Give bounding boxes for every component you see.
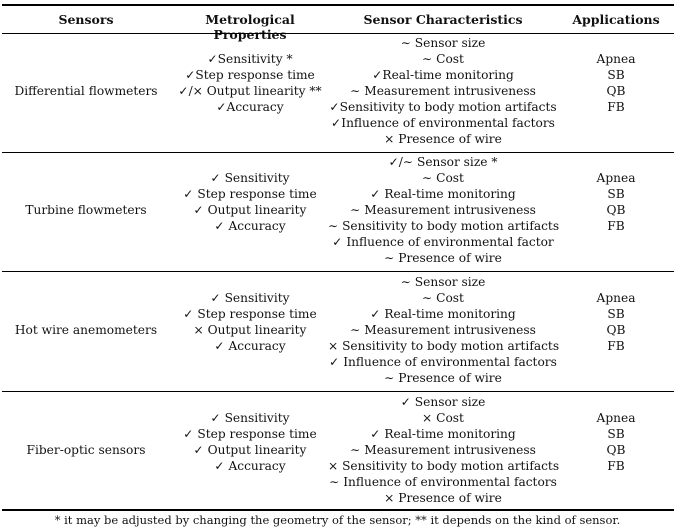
application-item: Apnea xyxy=(596,411,636,425)
characteristic-item: × Sensitivity to body motion artifacts xyxy=(328,459,560,473)
metrological-item: ✓/× Output linearity ** xyxy=(178,84,322,98)
applications-cell: Apnea SB QB FB xyxy=(560,410,672,474)
characteristic-item: ✓ Real-time monitoring xyxy=(370,307,516,321)
header-applications: Applications xyxy=(572,12,660,27)
characteristic-item: × Presence of wire xyxy=(384,491,502,505)
header-rule xyxy=(2,33,674,34)
characteristic-item: ∼ Measurement intrusiveness xyxy=(350,84,536,98)
characteristic-item: ∼ Presence of wire xyxy=(384,251,502,265)
sensor-name: Turbine flowmeters xyxy=(25,203,147,217)
application-item: QB xyxy=(606,443,626,457)
metrological-cell: ✓Sensitivity * ✓Step response time ✓/× O… xyxy=(170,51,330,115)
metrological-cell: ✓ Sensitivity ✓ Step response time ✓ Out… xyxy=(170,170,330,234)
metrological-item: ✓Sensitivity * xyxy=(207,52,293,66)
characteristic-item: ∼ Influence of environmental factors xyxy=(329,475,557,489)
metrological-item: ✓ Output linearity xyxy=(193,203,307,217)
metrological-item: ✓Accuracy xyxy=(216,100,284,114)
metrological-item: ✓ Accuracy xyxy=(214,339,286,353)
application-item: Apnea xyxy=(596,52,636,66)
characteristic-item: × Sensitivity to body motion artifacts xyxy=(328,339,560,353)
characteristic-item: ✓Sensitivity to body motion artifacts xyxy=(329,100,557,114)
metrological-item: ✓ Accuracy xyxy=(214,459,286,473)
metrological-item: ✓ Step response time xyxy=(183,307,317,321)
top-rule xyxy=(2,4,674,6)
application-item: QB xyxy=(606,323,626,337)
characteristic-item: ∼ Sensitivity to body motion artifacts xyxy=(328,219,560,233)
metrological-item: ✓ Step response time xyxy=(183,187,317,201)
characteristic-item: ∼ Sensor size xyxy=(400,275,486,289)
row-divider xyxy=(2,152,674,153)
sensor-name: Differential flowmeters xyxy=(14,84,158,98)
application-item: FB xyxy=(607,339,625,353)
characteristic-item: ✓ Influence of environmental factor xyxy=(332,235,554,249)
characteristic-item: × Cost xyxy=(422,411,464,425)
metrological-item: × Output linearity xyxy=(193,323,307,337)
characteristic-item: ✓/∼ Sensor size * xyxy=(388,155,498,169)
metrological-item: ✓ Output linearity xyxy=(193,443,307,457)
application-item: FB xyxy=(607,219,625,233)
characteristic-item: ∼ Cost xyxy=(422,291,464,305)
applications-cell: Apnea SB QB FB xyxy=(560,290,672,354)
characteristic-item: ✓ Sensor size xyxy=(400,395,486,409)
application-item: Apnea xyxy=(596,291,636,305)
application-item: SB xyxy=(607,68,625,82)
header-sensors: Sensors xyxy=(58,12,114,27)
metrological-item: ✓ Sensitivity xyxy=(210,411,290,425)
application-item: FB xyxy=(607,100,625,114)
application-item: Apnea xyxy=(596,171,636,185)
header-metrological: Metrological Properties xyxy=(205,12,295,42)
bottom-rule xyxy=(2,509,674,511)
characteristics-cell: ∼ Sensor size ∼ Cost ✓Real-time monitori… xyxy=(328,35,558,147)
row-divider xyxy=(2,391,674,392)
metrological-cell: ✓ Sensitivity ✓ Step response time × Out… xyxy=(170,290,330,354)
application-item: SB xyxy=(607,307,625,321)
application-item: QB xyxy=(606,84,626,98)
application-item: QB xyxy=(606,203,626,217)
header-characteristics: Sensor Characteristics xyxy=(363,12,523,27)
characteristics-cell: ✓ Sensor size × Cost ✓ Real-time monitor… xyxy=(328,394,560,506)
characteristic-item: ✓ Real-time monitoring xyxy=(370,427,516,441)
characteristics-cell: ✓/∼ Sensor size * ∼ Cost ✓ Real-time mon… xyxy=(328,154,560,266)
characteristic-item: ∼ Measurement intrusiveness xyxy=(350,323,536,337)
characteristic-item: ∼ Presence of wire xyxy=(384,371,502,385)
characteristic-item: ✓Influence of environmental factors xyxy=(331,116,555,130)
sensor-name: Fiber-optic sensors xyxy=(26,443,146,457)
characteristic-item: ∼ Cost xyxy=(422,171,464,185)
characteristic-item: ∼ Measurement intrusiveness xyxy=(350,443,536,457)
metrological-item: ✓Step response time xyxy=(185,68,315,82)
characteristic-item: ∼ Measurement intrusiveness xyxy=(350,203,536,217)
characteristics-cell: ∼ Sensor size ∼ Cost ✓ Real-time monitor… xyxy=(328,274,560,386)
row-divider xyxy=(2,271,674,272)
applications-cell: Apnea SB QB FB xyxy=(560,170,672,234)
metrological-item: ✓ Sensitivity xyxy=(210,171,290,185)
characteristic-item: ✓Real-time monitoring xyxy=(372,68,514,82)
metrological-cell: ✓ Sensitivity ✓ Step response time ✓ Out… xyxy=(170,410,330,474)
sensor-name: Hot wire anemometers xyxy=(14,323,158,337)
application-item: SB xyxy=(607,187,625,201)
metrological-item: ✓ Step response time xyxy=(183,427,317,441)
metrological-item: ✓ Accuracy xyxy=(214,219,286,233)
characteristic-item: ✓ Influence of environmental factors xyxy=(329,355,557,369)
table-footnote: * it may be adjusted by changing the geo… xyxy=(54,513,621,527)
characteristic-item: ∼ Cost xyxy=(422,52,464,66)
characteristic-item: ✓ Real-time monitoring xyxy=(370,187,516,201)
metrological-item: ✓ Sensitivity xyxy=(210,291,290,305)
characteristic-item: ∼ Sensor size xyxy=(400,36,486,50)
application-item: SB xyxy=(607,427,625,441)
characteristic-item: × Presence of wire xyxy=(384,132,502,146)
applications-cell: Apnea SB QB FB xyxy=(560,51,672,115)
application-item: FB xyxy=(607,459,625,473)
